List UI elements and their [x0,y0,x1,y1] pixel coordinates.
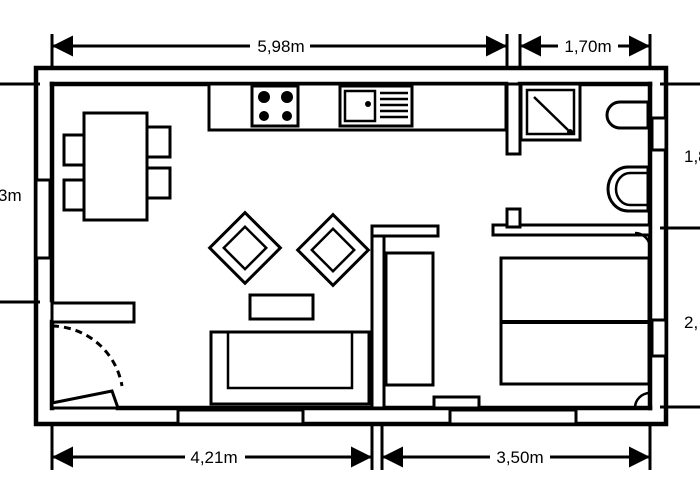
dimension-left: 3m [0,82,40,304]
windows [34,116,668,426]
entry-door [50,324,124,410]
sink-icon [338,84,414,128]
coffee-table [248,293,315,321]
chair [145,125,172,159]
bed [499,256,651,386]
door-swing [634,231,652,249]
dimension-label-top-main: 5,98m [257,37,304,56]
bedroom-shelf [432,395,481,410]
toilet-icon [606,165,650,213]
chair [145,166,172,200]
cabinet [384,251,435,387]
dimension-label-left: 3m [0,186,22,205]
armchair-right [295,212,371,288]
armchair-left [207,210,283,286]
dimension-label-bottom-right: 3,50m [496,448,543,467]
stove-icon [250,84,300,128]
dimension-top: 5,98m 1,70m [50,34,652,66]
shower-icon [519,82,582,142]
dimension-label-top-bath: 1,70m [564,37,611,56]
dimension-label-right-bath: 1,8 [684,147,700,166]
door-swing [633,391,651,409]
dimension-label-right-bed: 2, [684,313,698,332]
window-bedroom [650,318,668,358]
window-left [34,178,52,260]
sink-bath-icon [605,100,650,130]
dining-table [82,111,149,222]
dimension-label-bottom-left: 4,21m [190,448,237,467]
dimension-bottom: 4,21m 3,50m [50,425,652,470]
window-living [176,408,305,426]
kitchen-counter [207,82,508,132]
window-bath [650,116,668,152]
sofa [209,330,371,406]
dining-set [62,111,172,222]
window-bedroom-bottom [448,408,578,426]
